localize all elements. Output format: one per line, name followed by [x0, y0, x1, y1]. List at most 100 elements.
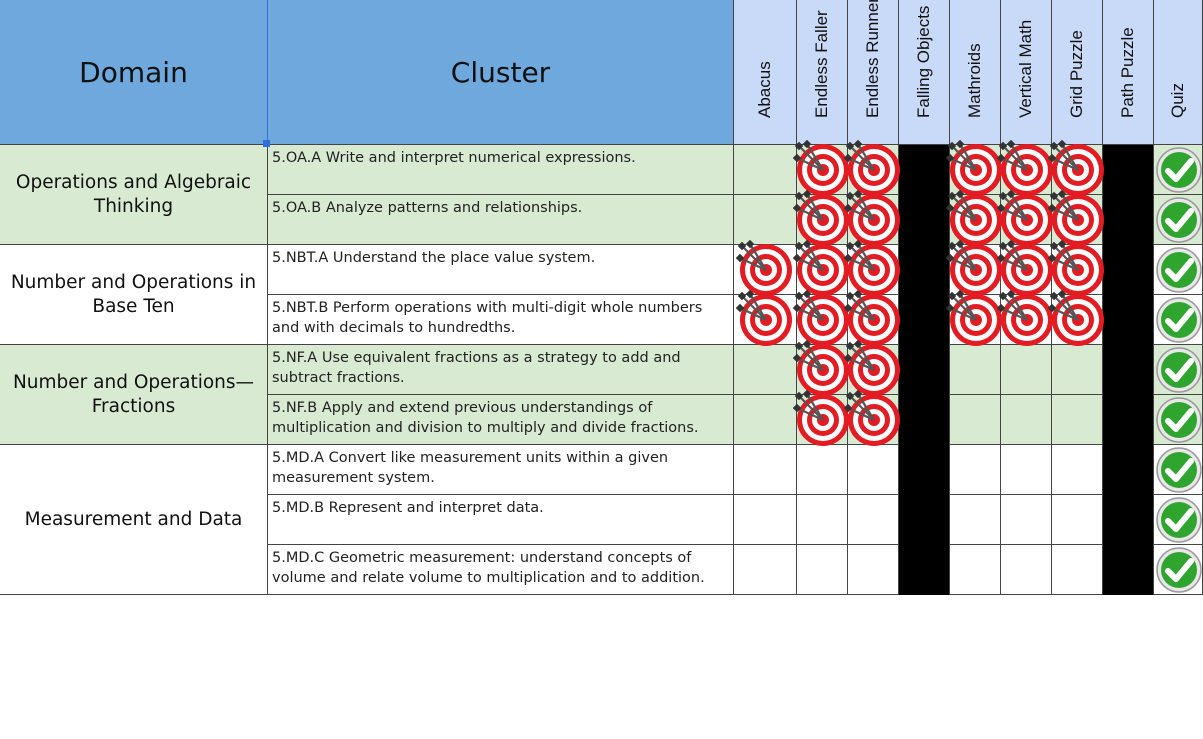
green-checkmark-icon [1155, 347, 1202, 393]
domain-cell: Measurement and Data [0, 445, 268, 595]
target-with-darts-icon [945, 240, 1002, 296]
unavailable-cell [899, 295, 950, 345]
unavailable-cell [899, 145, 950, 195]
target-with-darts-icon [945, 140, 1002, 196]
coverage-cell [1052, 445, 1103, 495]
target-with-darts-icon [843, 140, 900, 196]
cluster-label: 5.MD.B Represent and interpret data. [272, 500, 544, 516]
coverage-cell [734, 345, 797, 395]
target-with-darts-icon [945, 290, 1002, 346]
cluster-cell: 5.MD.C Geometric measurement: understand… [268, 545, 734, 595]
cluster-label: 5.NF.B Apply and extend previous underst… [272, 400, 699, 436]
target-with-darts-icon [735, 290, 792, 346]
coverage-cell [848, 545, 899, 595]
cluster-cell: 5.MD.A Convert like measurement units wi… [268, 445, 734, 495]
unavailable-cell [899, 345, 950, 395]
game-header-label: Abacus [755, 61, 774, 118]
cluster-cell: 5.NF.A Use equivalent fractions as a str… [268, 345, 734, 395]
cluster-label: 5.OA.B Analyze patterns and relationship… [272, 200, 583, 216]
coverage-cell [950, 445, 1001, 495]
green-checkmark-icon [1155, 197, 1202, 243]
domain-cell: Number and Operations—Fractions [0, 345, 268, 445]
game-header-mathroids: Mathroids [950, 0, 1001, 145]
green-checkmark-icon [1155, 447, 1202, 493]
cell-selection-handle[interactable] [263, 140, 270, 147]
unavailable-cell [899, 395, 950, 445]
coverage-cell [797, 495, 848, 545]
unavailable-cell [899, 495, 950, 545]
cluster-cell: 5.MD.B Represent and interpret data. [268, 495, 734, 545]
green-checkmark-icon [1155, 147, 1202, 193]
coverage-cell [1001, 495, 1052, 545]
cluster-header: Cluster [268, 0, 734, 145]
unavailable-cell [1103, 395, 1154, 445]
coverage-cell [1001, 345, 1052, 395]
game-header-label: Mathroids [965, 43, 984, 118]
unavailable-cell [899, 545, 950, 595]
coverage-cell [1001, 545, 1052, 595]
unavailable-cell [1103, 245, 1154, 295]
domain-label: Number and Operations in Base Ten [10, 271, 257, 317]
target-with-darts-icon [996, 290, 1053, 346]
coverage-cell [1052, 545, 1103, 595]
domain-label: Number and Operations—Fractions [12, 371, 255, 417]
target-with-darts-icon [1047, 140, 1104, 196]
target-with-darts-icon [996, 190, 1053, 246]
target-with-darts-icon [843, 390, 900, 446]
unavailable-cell [1103, 145, 1154, 195]
game-header-label: Quiz [1168, 83, 1187, 118]
coverage-cell [1052, 345, 1103, 395]
target-with-darts-icon [735, 240, 792, 296]
game-header-quiz: Quiz [1154, 0, 1203, 145]
cluster-label: 5.NBT.A Understand the place value syste… [272, 250, 596, 266]
game-header-grid-puzzle: Grid Puzzle [1052, 0, 1103, 145]
green-checkmark-icon [1155, 247, 1202, 293]
target-with-darts-icon [843, 290, 900, 346]
cluster-label: 5.MD.C Geometric measurement: understand… [272, 550, 705, 586]
unavailable-cell [1103, 295, 1154, 345]
cluster-cell: 5.NBT.A Understand the place value syste… [268, 245, 734, 295]
target-with-darts-icon [1047, 290, 1104, 346]
green-checkmark-icon [1155, 397, 1202, 443]
target-with-darts-icon [792, 390, 849, 446]
green-checkmark-icon [1155, 297, 1202, 343]
target-with-darts-icon [843, 340, 900, 396]
unavailable-cell [899, 445, 950, 495]
target-with-darts-icon [792, 140, 849, 196]
coverage-cell [734, 495, 797, 545]
game-header-label: Path Puzzle [1118, 27, 1137, 118]
target-with-darts-icon [792, 340, 849, 396]
green-checkmark-icon [1155, 547, 1202, 593]
coverage-cell [950, 345, 1001, 395]
game-header-label: Falling Objects [914, 5, 933, 118]
cluster-cell: 5.NF.B Apply and extend previous underst… [268, 395, 734, 445]
target-with-darts-icon [1047, 240, 1104, 296]
target-with-darts-icon [1047, 190, 1104, 246]
target-with-darts-icon [792, 290, 849, 346]
game-header-vertical-math: Vertical Math [1001, 0, 1052, 145]
domain-label: Measurement and Data [24, 508, 243, 530]
target-with-darts-icon [792, 190, 849, 246]
cluster-label: 5.MD.A Convert like measurement units wi… [272, 450, 669, 486]
green-checkmark-icon [1155, 497, 1202, 543]
coverage-cell [734, 195, 797, 245]
game-header-endless-runner: Endless Runner [848, 0, 899, 145]
cluster-cell: 5.OA.A Write and interpret numerical exp… [268, 145, 734, 195]
coverage-cell [797, 445, 848, 495]
coverage-cell [950, 395, 1001, 445]
game-header-label: Endless Faller [812, 10, 831, 118]
game-header-falling-objects: Falling Objects [899, 0, 950, 145]
target-with-darts-icon [996, 140, 1053, 196]
unavailable-cell [1103, 545, 1154, 595]
game-header-label: Grid Puzzle [1067, 30, 1086, 118]
unavailable-cell [899, 245, 950, 295]
coverage-cell [797, 545, 848, 595]
cluster-label: 5.OA.A Write and interpret numerical exp… [272, 150, 636, 166]
coverage-cell [734, 445, 797, 495]
domain-cell: Operations and Algebraic Thinking [0, 145, 268, 245]
target-with-darts-icon [792, 240, 849, 296]
unavailable-cell [1103, 445, 1154, 495]
domain-cell: Number and Operations in Base Ten [0, 245, 268, 345]
coverage-cell [950, 495, 1001, 545]
